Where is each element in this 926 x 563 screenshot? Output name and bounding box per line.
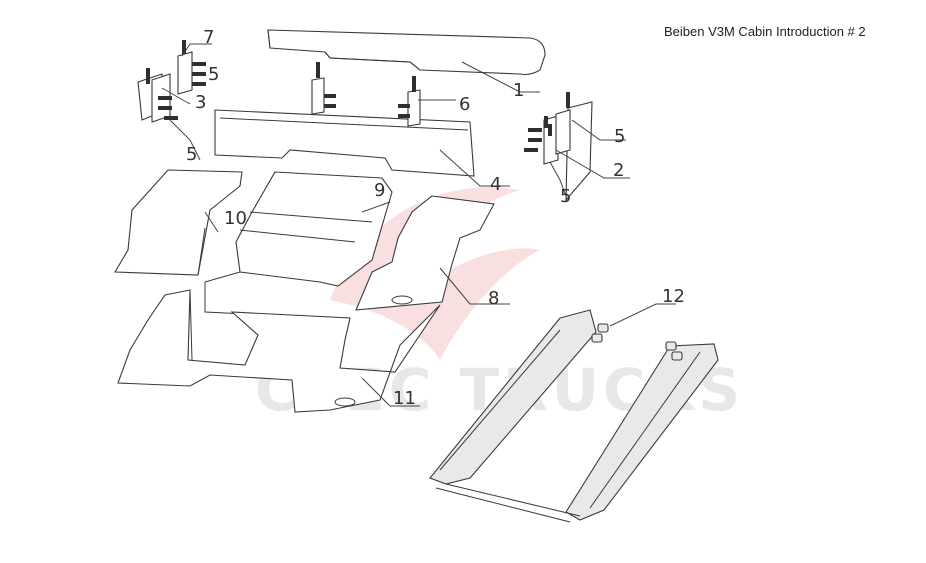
part-10-left-floor-panel (114, 169, 243, 276)
callout-4: 4 (490, 174, 501, 195)
callout-5-right: 5 (614, 126, 625, 147)
callout-2: 2 (613, 160, 624, 181)
leader-lines (161, 43, 676, 407)
callout-10: 10 (224, 208, 247, 229)
part-11-lower-floor (117, 289, 441, 413)
callout-5-left: 5 (186, 144, 197, 165)
callout-11: 11 (393, 388, 416, 409)
diagram-title: Beiben V3M Cabin Introduction # 2 (664, 24, 866, 39)
callout-8: 8 (488, 288, 499, 309)
callout-3: 3 (195, 92, 206, 113)
part-1-upper-board (267, 29, 546, 76)
callout-labels: 1 2 3 4 5 5 5 5 6 7 8 9 10 11 12 (186, 27, 685, 409)
callout-9: 9 (374, 180, 385, 201)
part-12-chassis-frame (429, 309, 719, 523)
callout-5-top-left: 5 (208, 64, 219, 85)
part-4-middle-board (214, 109, 475, 177)
callout-7: 7 (203, 27, 214, 48)
watermark-logo-shape (330, 187, 540, 360)
part-3-bracket (137, 68, 178, 123)
callout-6: 6 (459, 94, 470, 115)
part-8-right-floor-panel (355, 195, 495, 311)
callout-12: 12 (662, 286, 685, 307)
part-6-brackets (311, 62, 421, 127)
callout-1: 1 (513, 80, 524, 101)
part-2-plate (524, 92, 593, 202)
callout-5-lower-right: 5 (560, 186, 571, 207)
part-7-bracket (177, 40, 206, 95)
part-9-center-tunnel (204, 171, 393, 319)
